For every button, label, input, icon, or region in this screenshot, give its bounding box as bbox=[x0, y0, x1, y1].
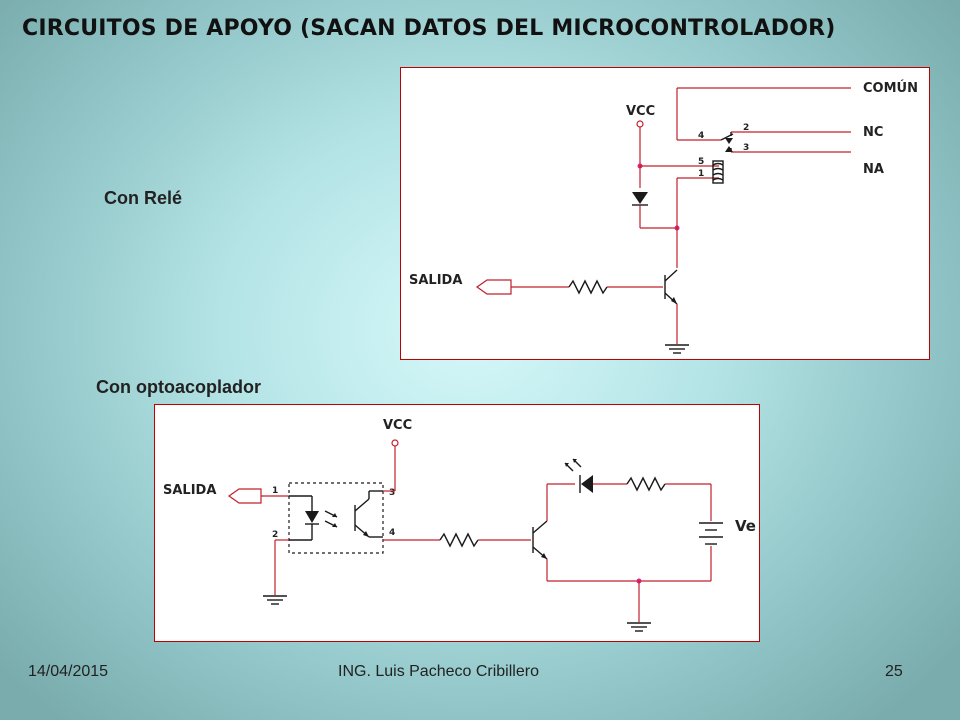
opto-pin-4: 4 bbox=[389, 528, 395, 538]
opto-resistor-led-icon bbox=[626, 476, 666, 492]
relay-comun-label: COMÚN bbox=[863, 80, 918, 96]
output-led-icon bbox=[564, 458, 593, 493]
relay-vcc-terminal bbox=[636, 120, 644, 128]
footer-page-number: 25 bbox=[885, 663, 903, 680]
slide-title: CIRCUITOS DE APOYO (SACAN DATOS DEL MICR… bbox=[22, 16, 836, 41]
ve-label: Ve bbox=[735, 517, 756, 535]
opto-resistor-base-icon bbox=[439, 532, 479, 548]
relay-salida-connector bbox=[475, 279, 512, 295]
opto-salida-label: SALIDA bbox=[163, 483, 216, 498]
opto-led-icon bbox=[305, 511, 319, 523]
relay-diode-icon bbox=[632, 192, 648, 204]
opto-ground-left-icon bbox=[263, 595, 287, 605]
relay-schematic: VCC bbox=[409, 80, 918, 354]
relay-coil-icon bbox=[712, 160, 724, 184]
relay-contact-icon bbox=[720, 132, 734, 152]
opto-vcc-label: VCC bbox=[383, 418, 412, 433]
relay-pin-3: 3 bbox=[743, 143, 749, 153]
relay-pin-1: 1 bbox=[698, 169, 704, 179]
opto-schematic: VCC SALIDA 1 2 3 4 bbox=[163, 418, 756, 632]
opto-ground-right-icon bbox=[627, 622, 651, 632]
battery-icon bbox=[699, 522, 723, 545]
opto-circuit-diagram: VCC SALIDA 1 2 3 4 bbox=[154, 404, 760, 642]
relay-pin-5: 5 bbox=[698, 157, 704, 167]
relay-pin-2: 2 bbox=[743, 123, 749, 133]
opto-pin-1: 1 bbox=[272, 486, 278, 496]
opto-light-arrows-icon bbox=[324, 510, 338, 528]
relay-pin-4: 4 bbox=[698, 131, 704, 141]
relay-resistor-icon bbox=[568, 279, 608, 295]
opto-pin-2: 2 bbox=[272, 530, 278, 540]
relay-transistor-icon bbox=[664, 269, 678, 305]
opto-section-label: Con optoacoplador bbox=[96, 377, 261, 397]
opto-phototransistor-icon bbox=[354, 490, 383, 538]
opto-vcc-terminal bbox=[391, 439, 399, 447]
relay-ground-icon bbox=[665, 344, 689, 354]
relay-na-label: NA bbox=[863, 162, 884, 177]
relay-nc-label: NC bbox=[863, 125, 883, 140]
opto-pin-3: 3 bbox=[389, 488, 395, 498]
opto-transistor-icon bbox=[532, 520, 548, 560]
optocoupler-package bbox=[288, 482, 384, 554]
relay-vcc-label: VCC bbox=[626, 104, 655, 119]
opto-salida-connector bbox=[227, 488, 262, 504]
footer-author: ING. Luis Pacheco Cribillero bbox=[338, 663, 539, 680]
footer-date: 14/04/2015 bbox=[28, 663, 109, 680]
relay-circuit-diagram: VCC bbox=[400, 67, 930, 360]
relay-salida-label: SALIDA bbox=[409, 273, 462, 288]
relay-section-label: Con Relé bbox=[104, 188, 183, 208]
